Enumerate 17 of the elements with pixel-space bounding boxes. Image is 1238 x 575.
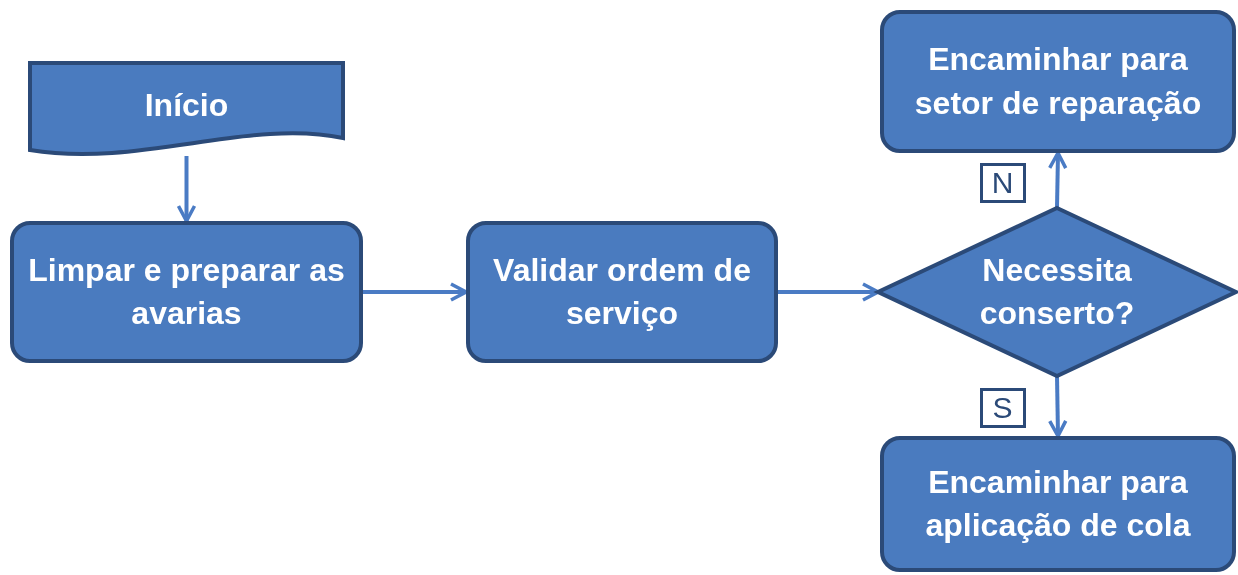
node-text: Encaminhar para setor de reparação <box>913 40 1203 123</box>
arrow <box>1048 375 1068 438</box>
node-text: Encaminhar para aplicação de cola <box>924 462 1192 545</box>
arrow <box>363 282 468 302</box>
process-box <box>880 10 1236 153</box>
process-box <box>10 221 363 363</box>
arrow <box>1048 151 1068 209</box>
arrow <box>778 282 880 302</box>
process-box <box>466 221 778 363</box>
edge-label: S <box>979 388 1026 428</box>
edge-label: N <box>979 162 1026 203</box>
node-text: Necessita conserto? <box>978 250 1136 333</box>
node-text: Validar ordem de serviço <box>492 250 752 333</box>
node-text: Início <box>144 85 229 125</box>
node-text: Limpar e preparar as avarias <box>28 250 345 333</box>
process-box <box>880 436 1236 572</box>
arrow <box>176 156 197 223</box>
